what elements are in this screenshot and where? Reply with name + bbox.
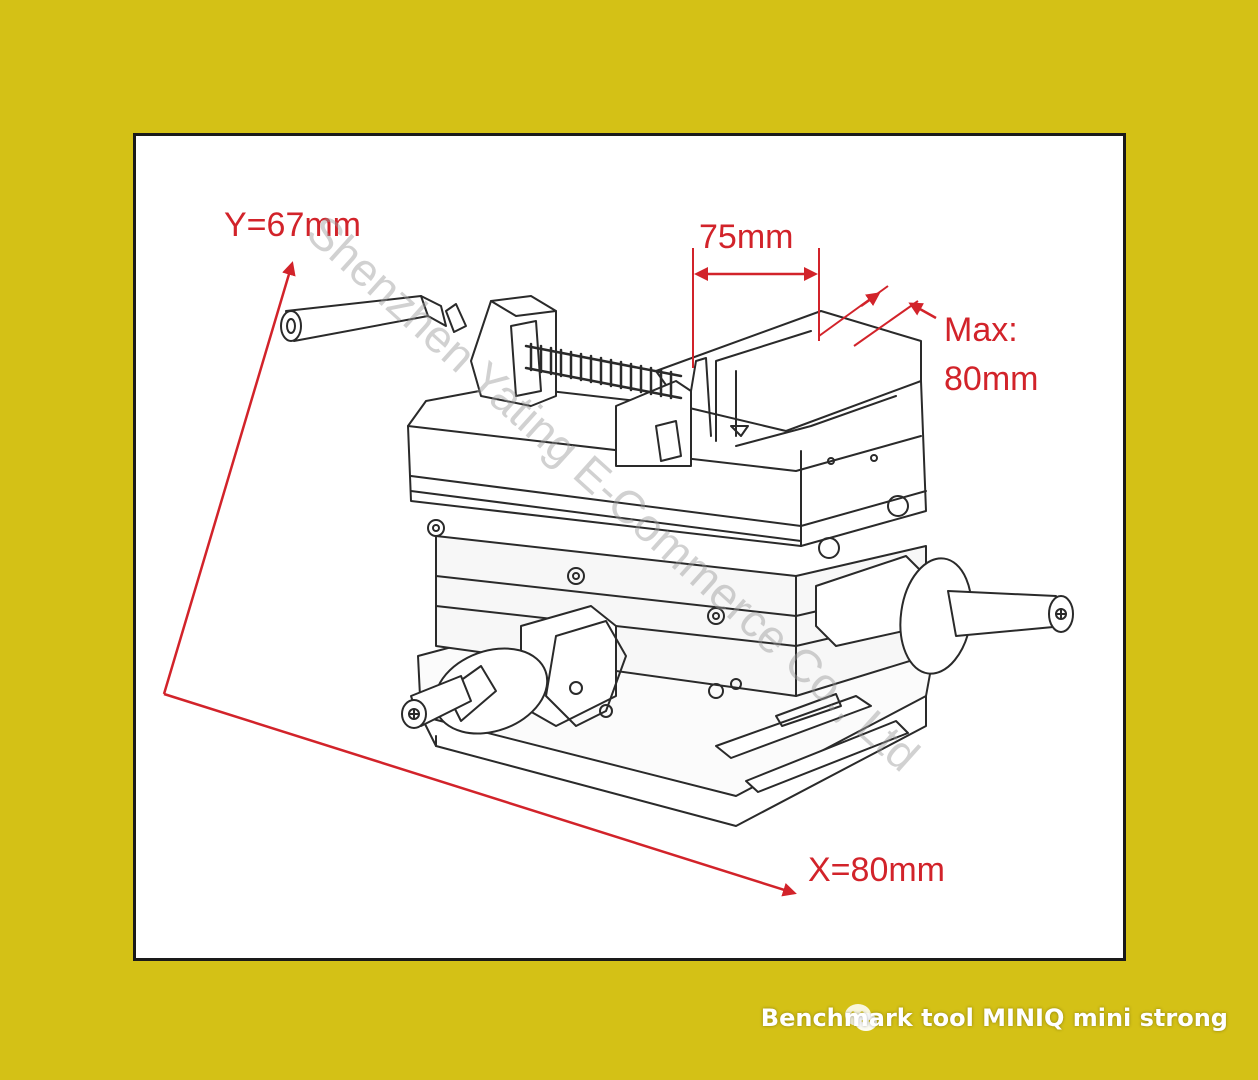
cross-slide-vise-drawing: Y=67mm 75mm Max: 80mm X=80mm Shenzhen Ya… (162, 205, 1074, 897)
diagram-frame: Y=67mm 75mm Max: 80mm X=80mm Shenzhen Ya… (133, 133, 1126, 961)
x-travel-arrow (163, 692, 797, 897)
jaw-width-label: 75mm (699, 218, 793, 256)
vise-illustration (280, 295, 1074, 827)
wechat-icon (845, 1004, 877, 1031)
caption-text: Benchmark tool MINIQ mini strong (760, 1004, 1228, 1032)
max-opening-arrow-2 (908, 302, 937, 320)
max-opening-label-line1: Max: (944, 311, 1018, 349)
x-travel-label: X=80mm (808, 851, 945, 889)
max-opening-label-line2: 80mm (944, 360, 1038, 398)
y-travel-label: Y=67mm (224, 206, 361, 244)
y-travel-arrow (162, 261, 296, 695)
max-opening-extension-2 (853, 300, 919, 347)
dimension-lines (162, 248, 937, 897)
max-opening-arrow-1 (860, 292, 881, 308)
